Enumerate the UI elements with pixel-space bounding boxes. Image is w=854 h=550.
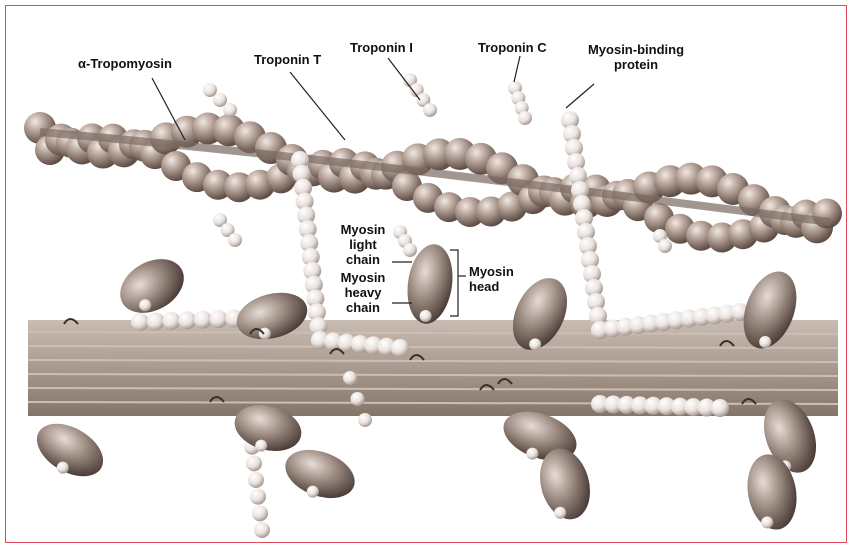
myosin-light-bead bbox=[420, 310, 432, 322]
chain-bead bbox=[250, 489, 266, 505]
chain-bead bbox=[343, 371, 357, 385]
troponin-i-label: Troponin I bbox=[350, 40, 413, 55]
chain-bead bbox=[248, 472, 264, 488]
myosin-light-bead bbox=[307, 486, 319, 498]
chain-bead bbox=[213, 93, 227, 107]
myosin-head-label: Myosin head bbox=[469, 264, 514, 294]
chain-bead bbox=[162, 312, 180, 330]
myosin-heavy-chain-line1: Myosin bbox=[335, 270, 391, 285]
myosin-light-chain-line1: Myosin bbox=[335, 222, 391, 237]
chain-bead bbox=[658, 239, 672, 253]
chain-bead bbox=[246, 455, 262, 471]
myosin-head bbox=[28, 413, 112, 487]
chain-bead bbox=[254, 522, 270, 538]
chain-bead bbox=[518, 111, 532, 125]
myosin-light-bead bbox=[529, 338, 541, 350]
chain-bead bbox=[194, 311, 212, 329]
myosin-light-chain-line3: chain bbox=[335, 252, 391, 267]
myosin-head-line2: head bbox=[469, 279, 514, 294]
myosin-head bbox=[111, 248, 194, 324]
troponin-t-label: Troponin T bbox=[254, 52, 321, 67]
myosin-head-line1: Myosin bbox=[469, 264, 514, 279]
chain-bead bbox=[252, 505, 268, 521]
chain-bead bbox=[223, 103, 237, 117]
troponin-c-label: Troponin C bbox=[478, 40, 547, 55]
myosin-head bbox=[279, 441, 362, 507]
myosin-light-bead bbox=[554, 507, 566, 519]
chain-bead bbox=[403, 243, 417, 257]
chain-bead bbox=[228, 233, 242, 247]
myosin-light-bead bbox=[759, 336, 771, 348]
myosin-binding-protein-label: Myosin-binding protein bbox=[580, 42, 692, 72]
chain-bead bbox=[711, 399, 729, 417]
chain-bead bbox=[178, 311, 196, 329]
myosin-light-bead bbox=[526, 448, 538, 460]
myosin-light-bead bbox=[761, 516, 773, 528]
myosin-light-bead bbox=[139, 299, 151, 311]
chain-bead bbox=[423, 103, 437, 117]
myosin-heavy-chain-line3: chain bbox=[335, 300, 391, 315]
chain-bead bbox=[391, 339, 409, 357]
myosin-binding-protein-line1: Myosin-binding bbox=[580, 42, 692, 57]
myosin-light-bead bbox=[255, 440, 267, 452]
myosin-light-bead bbox=[57, 462, 69, 474]
chain-bead bbox=[203, 83, 217, 97]
chain-bead bbox=[351, 392, 365, 406]
actin-filament bbox=[24, 112, 842, 252]
chain-bead bbox=[147, 312, 165, 330]
chain-bead bbox=[358, 413, 372, 427]
alpha-tropomyosin-label: α-Tropomyosin bbox=[78, 56, 172, 71]
chain-bead bbox=[131, 313, 149, 331]
chain-bead bbox=[210, 310, 228, 328]
myosin-heavy-chain-label: Myosin heavy chain bbox=[335, 270, 391, 315]
myosin-light-chain-line2: light bbox=[335, 237, 391, 252]
myosin-heavy-chain-line2: heavy bbox=[335, 285, 391, 300]
myosin-binding-protein-line2: protein bbox=[580, 57, 692, 72]
myosin-light-chain-label: Myosin light chain bbox=[335, 222, 391, 267]
